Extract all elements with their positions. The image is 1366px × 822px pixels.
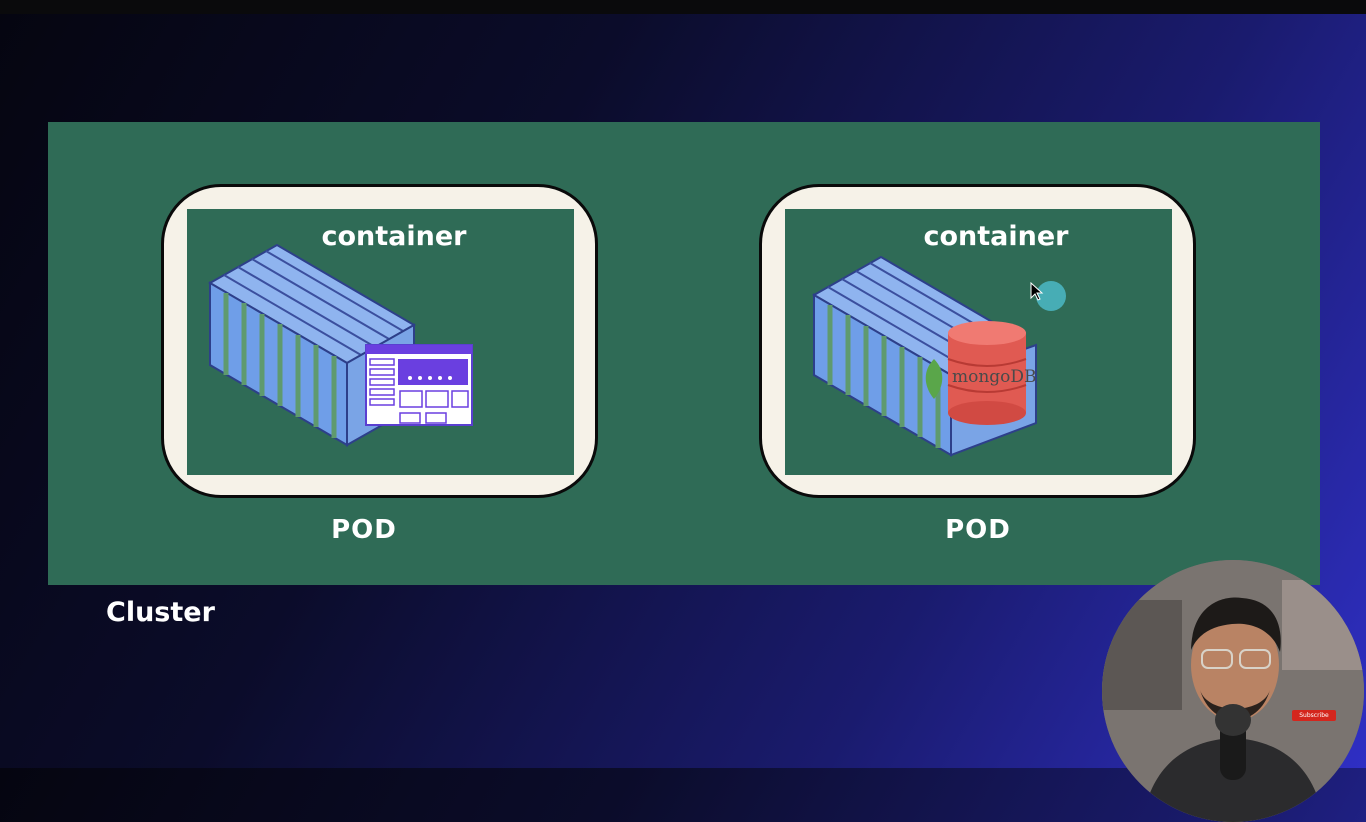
pod-frame-web: container bbox=[161, 184, 598, 498]
shipping-container-web-illustration bbox=[207, 243, 473, 447]
container-label-database: container bbox=[923, 221, 1069, 252]
container-label-web: container bbox=[321, 221, 467, 252]
cluster-label: Cluster bbox=[106, 597, 215, 628]
click-highlight bbox=[1036, 281, 1066, 311]
presenter-avatar bbox=[1102, 560, 1364, 822]
pod-frame-database: container mongoDB bbox=[759, 184, 1196, 498]
pod-label-web: POD bbox=[331, 515, 397, 545]
top-bar bbox=[0, 0, 1366, 14]
shipping-container-database-illustration bbox=[811, 255, 1037, 457]
presenter-webcam: Subscribe bbox=[1102, 560, 1364, 822]
mongodb-logo-text: mongoDB bbox=[952, 367, 1037, 387]
pod-label-database: POD bbox=[945, 515, 1011, 545]
subscribe-badge[interactable]: Subscribe bbox=[1292, 710, 1336, 721]
mouse-cursor-icon bbox=[1030, 282, 1044, 301]
